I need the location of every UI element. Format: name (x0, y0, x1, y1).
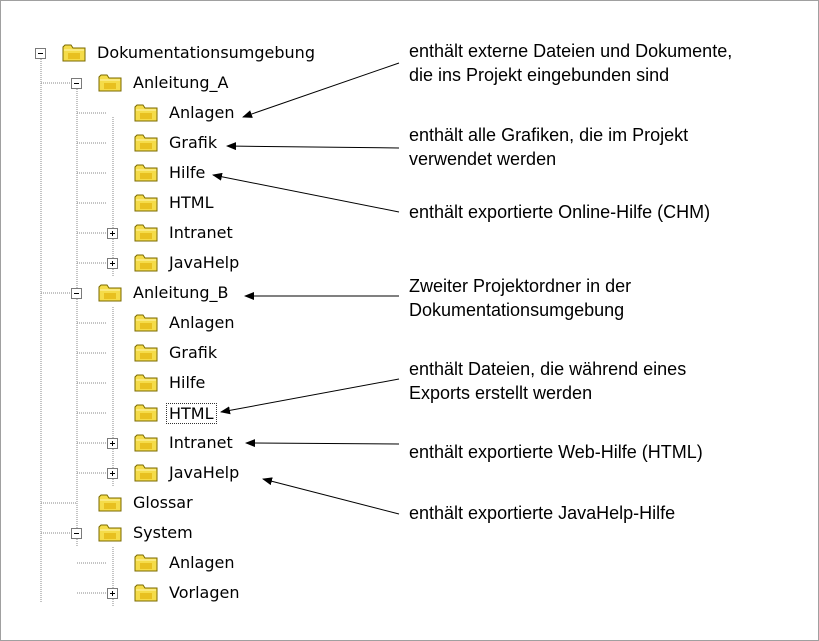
folder-icon (134, 163, 159, 183)
annotation-anlagen: enthält externe Dateien und Dokumente,di… (409, 41, 733, 85)
tree-node-label: JavaHelp (169, 253, 240, 272)
arrow-html (220, 378, 400, 415)
folder-icon (134, 373, 159, 393)
tree-node-label: Vorlagen (169, 583, 240, 602)
tree-node-label: Dokumentationsumgebung (97, 43, 315, 62)
tree-node-label: HTML (169, 193, 214, 212)
tree-node-label: Anleitung_B (133, 283, 229, 302)
tree-node-label: Hilfe (169, 373, 206, 392)
collapse-toggle[interactable] (71, 528, 82, 539)
folder-icon (134, 343, 159, 363)
tree-node-label: Anlagen (169, 313, 235, 332)
arrow-javahelp (262, 477, 400, 515)
tree-node-label: Anleitung_A (133, 73, 229, 92)
folder-icon (98, 493, 123, 513)
folder-icon (134, 193, 159, 213)
arrow-anlagen (242, 62, 400, 118)
annotation-intranet: enthält exportierte Web-Hilfe (HTML) (409, 442, 703, 462)
tree-node-label: Anlagen (169, 103, 235, 122)
folder-icon (98, 283, 123, 303)
folder-icon (134, 253, 159, 273)
folder-icon (134, 403, 159, 423)
tree-node-label: Hilfe (169, 163, 206, 182)
tree-node-label: Grafik (169, 133, 218, 152)
folder-icon (134, 583, 159, 603)
tree-node-label: System (133, 523, 193, 542)
folder-icon (134, 133, 159, 153)
expand-toggle[interactable] (107, 228, 118, 239)
expand-toggle[interactable] (107, 588, 118, 599)
expand-toggle[interactable] (107, 468, 118, 479)
folder-icon (134, 553, 159, 573)
tree-node-label: Grafik (169, 343, 218, 362)
annotation-hilfe: enthält exportierte Online-Hilfe (CHM) (409, 202, 711, 222)
folder-icon (134, 103, 159, 123)
collapse-toggle[interactable] (35, 48, 46, 59)
arrow-intranet (245, 439, 400, 448)
expand-toggle[interactable] (107, 258, 118, 269)
folder-icon (134, 433, 159, 453)
collapse-toggle[interactable] (71, 78, 82, 89)
tree-node-label: HTML (166, 403, 217, 424)
arrow-grafik (226, 142, 400, 151)
collapse-toggle[interactable] (71, 288, 82, 299)
folder-icon (134, 223, 159, 243)
arrow-hilfe (212, 172, 400, 213)
tree-node-label: Intranet (169, 433, 233, 452)
annotation-javahelp: enthält exportierte JavaHelp-Hilfe (409, 503, 676, 523)
tree-node-label: Intranet (169, 223, 233, 242)
tree-node-label: JavaHelp (169, 463, 240, 482)
folder-icon (134, 313, 159, 333)
folder-icon (98, 73, 123, 93)
expand-toggle[interactable] (107, 438, 118, 449)
tree-node-label: Glossar (133, 493, 193, 512)
folder-icon (98, 523, 123, 543)
folder-icon (62, 43, 87, 63)
tree-node-label: Anlagen (169, 553, 235, 572)
folder-icon (134, 463, 159, 483)
